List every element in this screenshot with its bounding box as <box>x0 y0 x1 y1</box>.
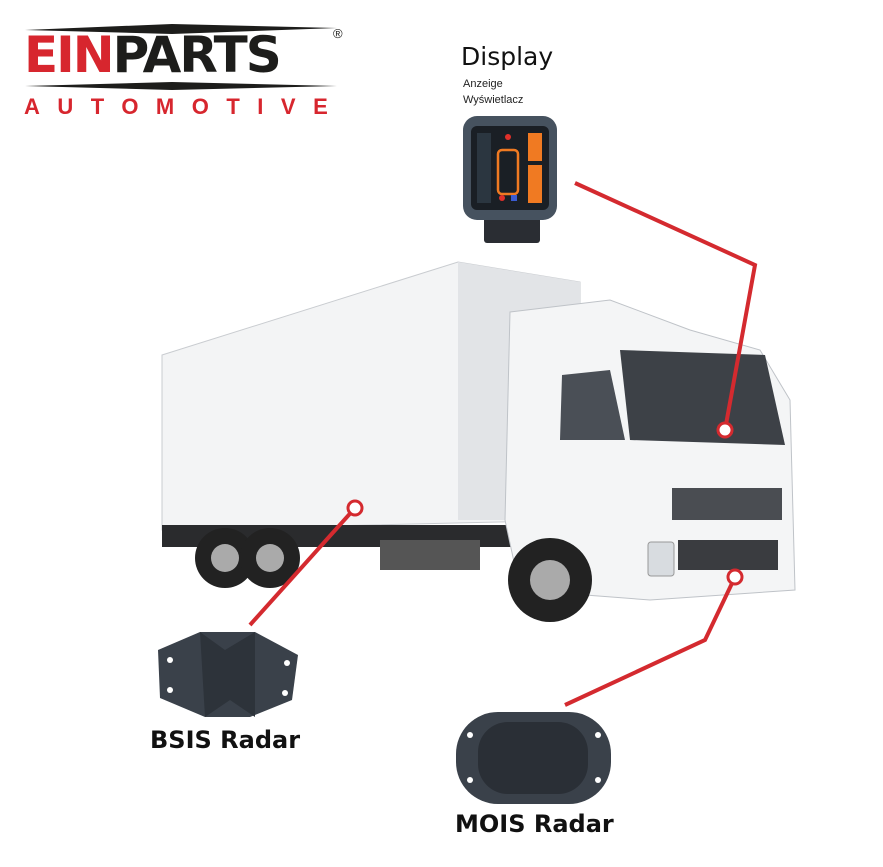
mois-radar-label: MOIS Radar <box>455 810 614 838</box>
display-pointer-line <box>574 181 758 431</box>
display-subtitle-de: Anzeige <box>463 78 503 90</box>
bsis-pointer-line <box>248 506 357 627</box>
bsis-mount-marker <box>346 499 364 517</box>
truck <box>161 261 796 622</box>
mois-pointer-line <box>564 576 737 707</box>
display-title: Display <box>461 42 554 71</box>
registered-mark: ® <box>333 26 343 41</box>
bsis-radar-image <box>158 632 298 717</box>
display-device <box>463 116 557 243</box>
display-subtitle-pl: Wyświetlacz <box>463 94 524 106</box>
logo-subtitle: AUTOMOTIVE <box>24 94 346 119</box>
bsis-radar-label: BSIS Radar <box>150 726 301 754</box>
logo-wordmark: EINPARTS <box>24 26 282 84</box>
mois-mount-marker <box>726 568 744 586</box>
display-mount-marker <box>716 421 734 439</box>
mois-radar-image <box>456 712 611 804</box>
pointer-lines <box>248 181 758 707</box>
logo-swoosh <box>25 24 337 90</box>
